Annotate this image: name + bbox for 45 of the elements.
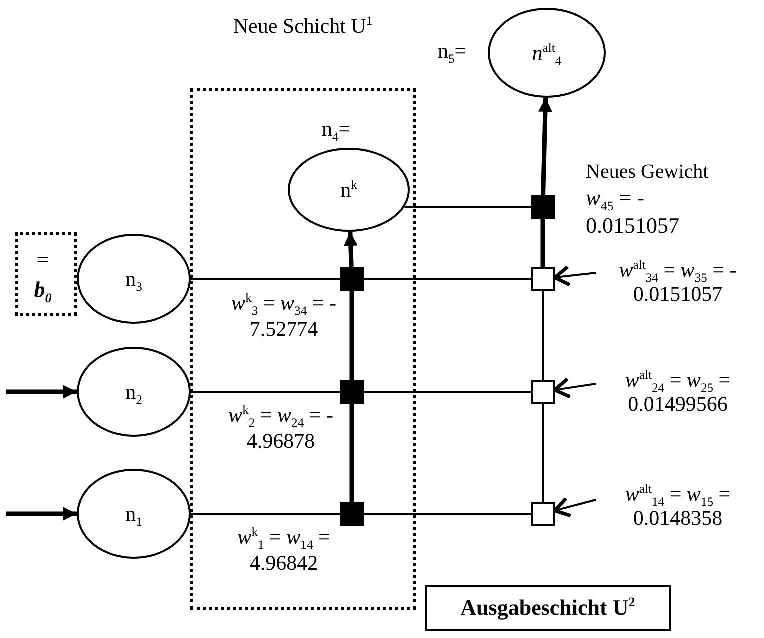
weight-label: w$^{k}$$_{2}$ = w$_{24}$ = - 4.96878 xyxy=(228,402,334,454)
leader-arrow xyxy=(553,496,596,518)
connector-line xyxy=(542,404,544,502)
weight-label: w$_{45}$ = - 0.0151057 xyxy=(586,184,680,240)
connector-line xyxy=(542,291,544,380)
bias-label: = b$_{0}$ xyxy=(33,246,53,305)
connector-line xyxy=(191,391,340,393)
node-alias-label: n$_{4}$= xyxy=(322,116,351,142)
node-alias-label: n$_{5}$= xyxy=(438,38,467,64)
arrow xyxy=(538,98,552,196)
layer-title: Neue Schicht U$^{1}$ xyxy=(233,14,373,39)
arrow xyxy=(6,385,77,399)
layer-title: Ausgabeschicht U$^{2}$ xyxy=(460,595,636,621)
connector-line xyxy=(191,513,340,515)
filled-junction-square xyxy=(340,380,364,404)
neuron-label: n$_{2}$ xyxy=(126,380,142,404)
connector-line xyxy=(364,513,531,515)
weight-annotation: w$^{alt}$$_{34}$ = w$_{35}$ = - 0.0151057 xyxy=(596,258,760,310)
neuron-label: n$_{3}$ xyxy=(126,266,142,292)
neuron-label: n$^{k}$ xyxy=(340,178,358,202)
connector-line xyxy=(404,206,531,208)
filled-junction-square xyxy=(531,195,555,219)
weight-annotation: w$^{alt}$$_{14}$ = w$_{15}$ = 0.0148358 xyxy=(596,482,760,538)
leader-arrow xyxy=(553,265,596,287)
open-junction-square xyxy=(531,380,555,404)
connector-line xyxy=(350,291,354,380)
arrow xyxy=(344,232,358,268)
weight-annotation: w$^{alt}$$_{24}$ = w$_{25}$ = 0.01499566 xyxy=(596,368,760,420)
connector-line xyxy=(540,219,546,267)
layer-label-box xyxy=(425,585,671,631)
connector-line xyxy=(191,278,340,280)
connector-line xyxy=(350,404,354,502)
bias-box xyxy=(15,232,77,316)
leader-arrow xyxy=(553,377,596,399)
weight-label: w$^{k}$$_{3}$ = w$_{34}$ = - 7.52774 xyxy=(230,290,338,342)
open-junction-square xyxy=(531,502,555,526)
connector-line xyxy=(364,391,531,393)
connector-line xyxy=(364,278,531,280)
open-junction-square xyxy=(531,267,555,291)
neuron-label: n$_{1}$ xyxy=(126,502,142,526)
arrow xyxy=(6,507,77,521)
weight-label: w$^{k}$$_{1}$ = w$_{14}$ = 4.96842 xyxy=(236,524,332,576)
weight-label: Neues Gewicht xyxy=(586,160,710,184)
filled-junction-square xyxy=(340,502,364,526)
filled-junction-square xyxy=(340,267,364,291)
